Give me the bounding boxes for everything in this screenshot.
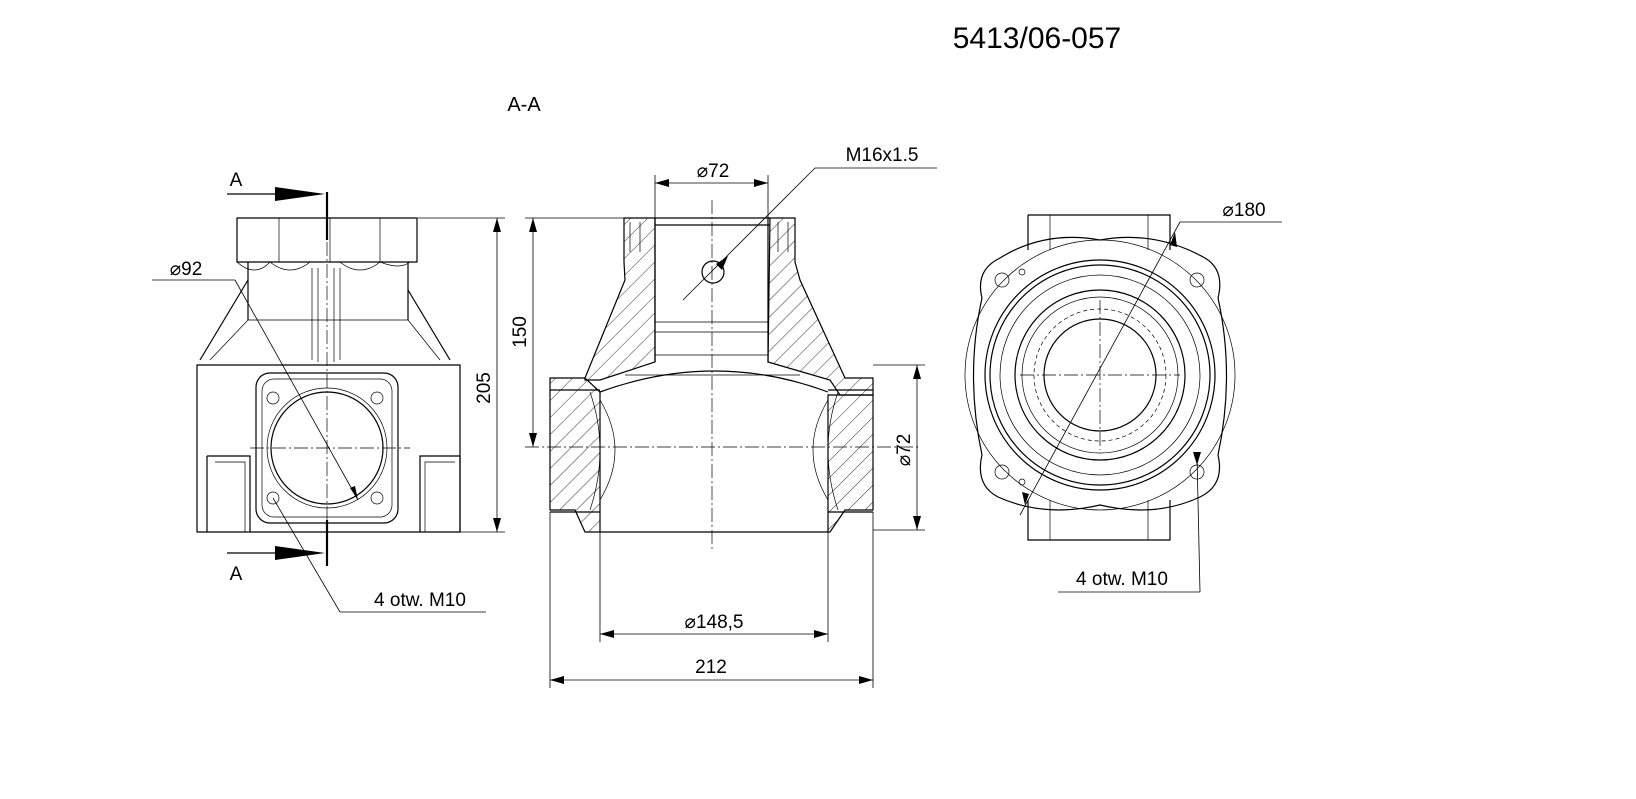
holes-left-label: 4 otw. M10 [374,590,466,611]
holes-right-label: 4 otw. M10 [1076,569,1168,590]
thread-label: M16x1.5 [846,145,919,166]
cut-marker-bottom: A [230,564,243,585]
diameter-148-label: ⌀148,5 [685,612,744,633]
diameter-92-label: ⌀92 [170,259,203,280]
section-view: ⌀72 M16x1.5 150 ⌀72 ⌀148,5 212 [510,145,937,688]
height-205-label: 205 [474,372,495,404]
diameter-72-side-label: ⌀72 [894,434,915,467]
section-label: A-A [507,94,541,116]
left-view: A A ⌀92 4 otw. M10 205 [152,170,505,613]
diameter-180-label: ⌀180 [1222,200,1265,221]
height-150-label: 150 [510,316,531,348]
drawing-number: 5413/06-057 [953,22,1122,55]
length-212-label: 212 [695,657,727,678]
diameter-72-top-label: ⌀72 [697,161,730,182]
cut-marker-top: A [230,170,243,191]
top-view: ⌀180 4 otw. M10 [964,200,1282,593]
